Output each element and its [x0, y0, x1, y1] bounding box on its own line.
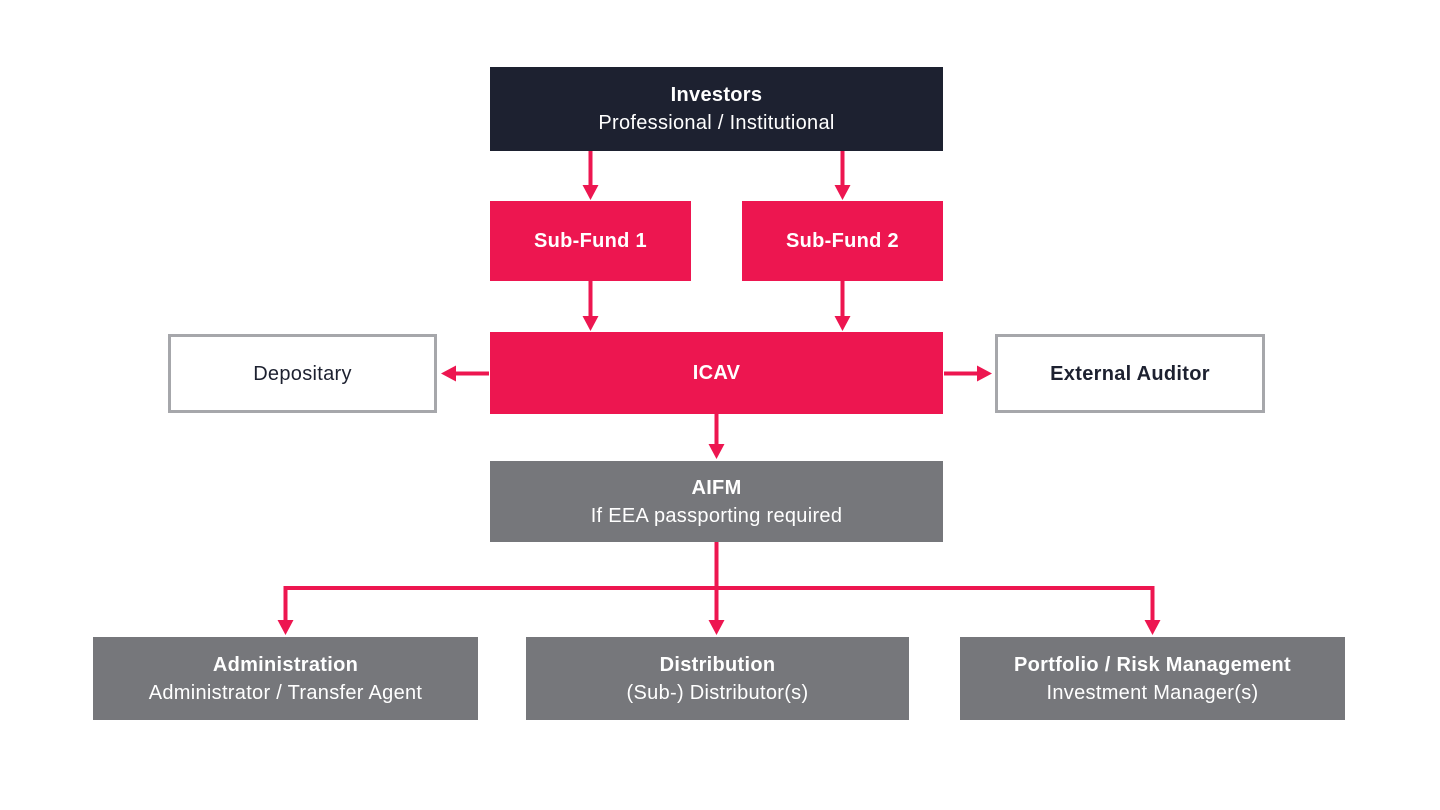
portfolio-risk-management-title: Portfolio / Risk Management	[1013, 653, 1292, 676]
portfolio-risk-management-subtitle: Investment Manager(s)	[1046, 681, 1259, 704]
external-auditor-title: External Auditor	[1050, 362, 1210, 385]
administration-title: Administration	[212, 653, 359, 676]
arrow-subfund2-to-icav	[834, 281, 851, 331]
investors-title: Investors	[670, 84, 763, 106]
distribution-title: Distribution	[659, 653, 776, 676]
box-distribution: Distribution (Sub-) Distributor(s)	[526, 637, 909, 720]
aifm-title: AIFM	[691, 476, 742, 499]
box-aifm: AIFM If EEA passporting required	[490, 461, 943, 542]
box-administration: Administration Administrator / Transfer …	[93, 637, 478, 720]
box-sub-fund-1: Sub-Fund 1	[490, 201, 691, 281]
box-external-auditor: External Auditor	[995, 334, 1265, 413]
icav-title: ICAV	[692, 362, 741, 384]
sub-fund-1-title: Sub-Fund 1	[534, 230, 647, 252]
depositary-title: Depositary	[253, 362, 352, 385]
box-portfolio-risk-management: Portfolio / Risk Management Investment M…	[960, 637, 1345, 720]
arrow-subfund1-to-icav	[582, 281, 599, 331]
distribution-subtitle: (Sub-) Distributor(s)	[626, 681, 809, 704]
investors-subtitle: Professional / Institutional	[598, 112, 835, 134]
box-depositary: Depositary	[168, 334, 437, 413]
arrow-investors-to-subfund1	[582, 151, 599, 200]
box-sub-fund-2: Sub-Fund 2	[742, 201, 943, 281]
box-icav: ICAV	[490, 332, 943, 414]
sub-fund-2-title: Sub-Fund 2	[786, 230, 899, 252]
arrow-investors-to-subfund2	[834, 151, 851, 200]
arrow-icav-to-depositary	[441, 365, 489, 382]
aifm-subtitle: If EEA passporting required	[590, 504, 843, 527]
administration-subtitle: Administrator / Transfer Agent	[148, 681, 423, 704]
box-investors: Investors Professional / Institutional	[490, 67, 943, 151]
arrow-icav-to-aifm	[708, 414, 725, 459]
arrow-aifm-branch	[277, 542, 1161, 635]
arrow-icav-to-external-auditor	[944, 365, 992, 382]
